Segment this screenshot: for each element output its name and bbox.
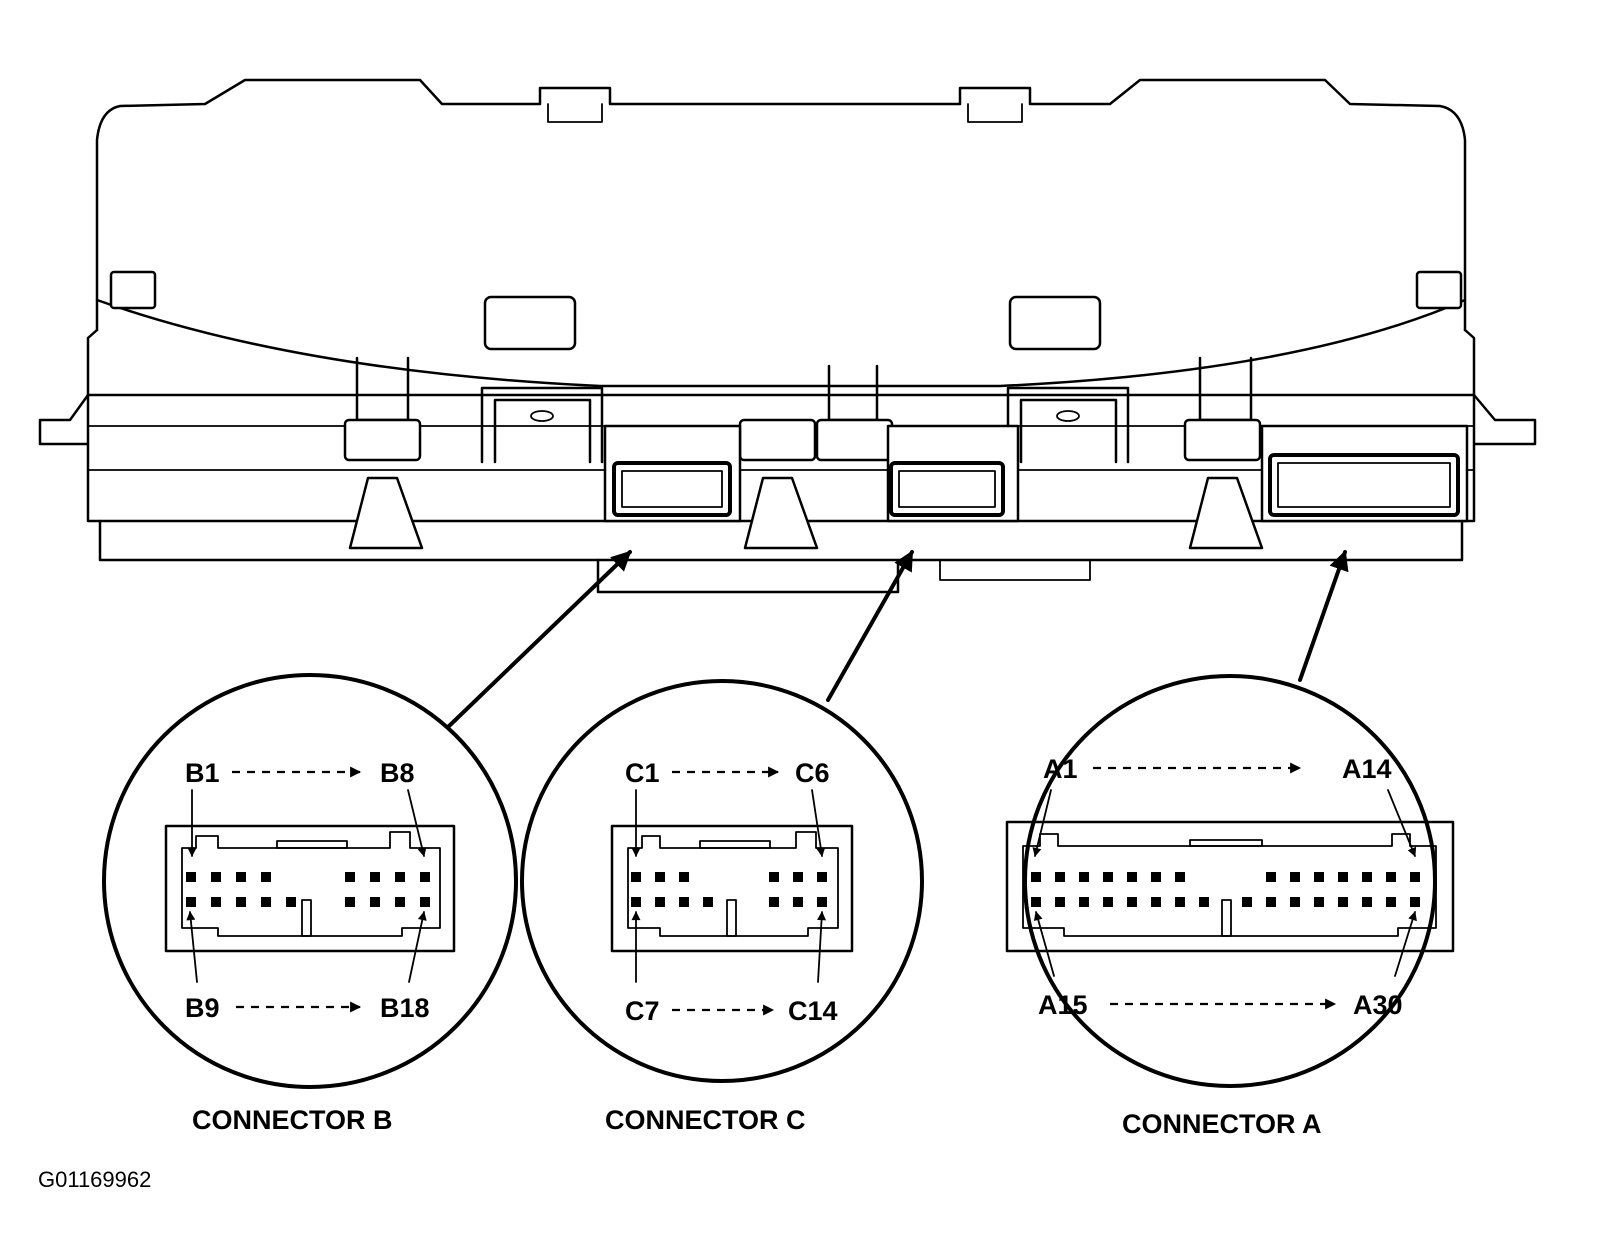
- connector-a-pin: [1055, 897, 1065, 907]
- label-c6: C6: [795, 758, 830, 788]
- connector-a-pin: [1338, 897, 1348, 907]
- connector-c-pin: [631, 872, 641, 882]
- connector-a-pin: [1031, 872, 1041, 882]
- connector-a-pin: [1175, 872, 1185, 882]
- label-a30: A30: [1353, 990, 1403, 1020]
- label-c14: C14: [788, 996, 838, 1026]
- connector-a-pin: [1151, 897, 1161, 907]
- connector-c-pins: [631, 872, 827, 907]
- connector-a-pin: [1410, 897, 1420, 907]
- connector-b-pin: [261, 897, 271, 907]
- label-c1: C1: [625, 758, 660, 788]
- connector-b-pin: [286, 897, 296, 907]
- label-a14: A14: [1342, 754, 1392, 784]
- connector-c-detail: C1 C6 C7 C14: [520, 679, 924, 1083]
- connector-c-pin: [793, 872, 803, 882]
- connector-b-pin: [236, 897, 246, 907]
- connector-a-pin: [1314, 872, 1324, 882]
- leader-arrow-c: [826, 550, 914, 702]
- cluster-socket-c: [886, 424, 1020, 523]
- connector-a-pin: [1199, 897, 1209, 907]
- connector-c-pin: [703, 897, 713, 907]
- connector-b-pin: [370, 897, 380, 907]
- connector-a-pin: [1362, 897, 1372, 907]
- connector-a-pin: [1031, 897, 1041, 907]
- connector-a-pin: [1103, 897, 1113, 907]
- connector-a-pin: [1290, 897, 1300, 907]
- gauge-cluster-housing: [38, 78, 1537, 594]
- leader-arrow-b: [445, 550, 632, 730]
- label-a15: A15: [1038, 990, 1088, 1020]
- connector-a-pin: [1175, 897, 1185, 907]
- connector-a-title: CONNECTOR A: [1122, 1109, 1322, 1139]
- connector-b-pin: [186, 897, 196, 907]
- connector-a-detail: A1 A14 A15 A30: [1005, 674, 1455, 1088]
- connector-b-pin: [420, 872, 430, 882]
- connector-a-pin: [1055, 872, 1065, 882]
- connector-b-pin: [211, 872, 221, 882]
- leader-arrow-a: [1298, 550, 1349, 682]
- connector-c-title: CONNECTOR C: [605, 1105, 806, 1135]
- connector-b-pin: [395, 872, 405, 882]
- connector-b-pin: [345, 897, 355, 907]
- connector-a-pin: [1079, 872, 1089, 882]
- connector-a-pin: [1386, 897, 1396, 907]
- connector-c-pin: [631, 897, 641, 907]
- label-b9: B9: [185, 993, 220, 1023]
- connector-b-pin: [211, 897, 221, 907]
- connector-c-pin: [817, 872, 827, 882]
- connector-c-pin: [655, 897, 665, 907]
- figure-id: G01169962: [38, 1167, 151, 1192]
- connector-c-pin: [655, 872, 665, 882]
- connector-a-pin: [1410, 872, 1420, 882]
- connector-b-detail: B1 B8 B9 B18: [102, 673, 518, 1089]
- connector-a-pin: [1103, 872, 1113, 882]
- label-b1: B1: [185, 758, 220, 788]
- connector-b-pin: [186, 872, 196, 882]
- connector-c-pin: [817, 897, 827, 907]
- connector-a-pin: [1290, 872, 1300, 882]
- connector-b-title: CONNECTOR B: [192, 1105, 393, 1135]
- connector-c-pin: [769, 872, 779, 882]
- connector-a-pin: [1242, 897, 1252, 907]
- connector-a-pins: [1031, 872, 1420, 907]
- connector-a-pin: [1079, 897, 1089, 907]
- connector-b-pins: [186, 872, 430, 907]
- label-a1: A1: [1043, 754, 1078, 784]
- connector-a-pin: [1151, 872, 1161, 882]
- connector-b-pin: [236, 872, 246, 882]
- connector-c-pin: [679, 872, 689, 882]
- connector-a-pin: [1266, 897, 1276, 907]
- connector-a-pin: [1338, 872, 1348, 882]
- connector-a-pin: [1127, 897, 1137, 907]
- label-b8: B8: [380, 758, 415, 788]
- connector-b-pin: [261, 872, 271, 882]
- cluster-socket-a: [1260, 424, 1469, 523]
- connector-b-pin: [395, 897, 405, 907]
- label-c7: C7: [625, 996, 660, 1026]
- connector-b-pin: [420, 897, 430, 907]
- connector-c-pin: [679, 897, 689, 907]
- connector-b-pin: [370, 872, 380, 882]
- connector-b-pin: [345, 872, 355, 882]
- connector-a-pin: [1386, 872, 1396, 882]
- connector-c-pin: [769, 897, 779, 907]
- connector-a-pin: [1362, 872, 1372, 882]
- label-b18: B18: [380, 993, 430, 1023]
- connector-a-pin: [1127, 872, 1137, 882]
- connector-c-pin: [793, 897, 803, 907]
- cluster-socket-b: [603, 424, 742, 523]
- connector-a-pin: [1266, 872, 1276, 882]
- connector-a-pin: [1314, 897, 1324, 907]
